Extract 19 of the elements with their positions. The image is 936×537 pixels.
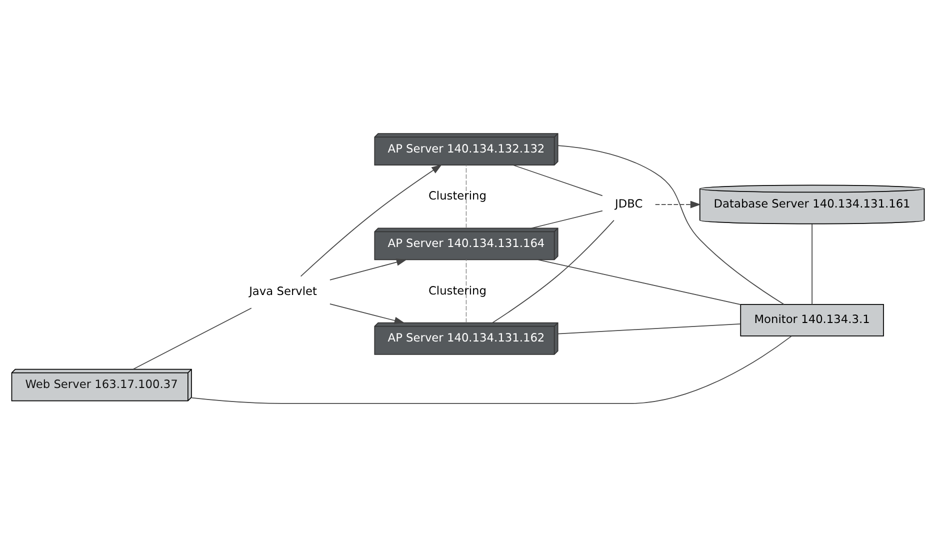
connector: [492, 220, 614, 324]
connector: [512, 164, 603, 196]
node-text: Java Servlet: [249, 284, 317, 298]
connector: [531, 210, 603, 229]
arrow: [330, 258, 407, 280]
node-box: Monitor 140.134.3.1: [740, 304, 884, 336]
connector: [538, 259, 742, 305]
arrow: [654, 200, 701, 208]
edge-label: Clustering: [428, 283, 486, 298]
arrow: [330, 304, 405, 324]
edge-label: Clustering: [428, 188, 486, 203]
connector: [191, 336, 792, 404]
connector: [557, 145, 784, 305]
connector: [466, 164, 467, 228]
node-text: JDBC: [615, 196, 643, 210]
connector: [132, 308, 252, 370]
connector: [466, 259, 467, 323]
arrow: [300, 164, 442, 277]
connector: [558, 324, 741, 334]
